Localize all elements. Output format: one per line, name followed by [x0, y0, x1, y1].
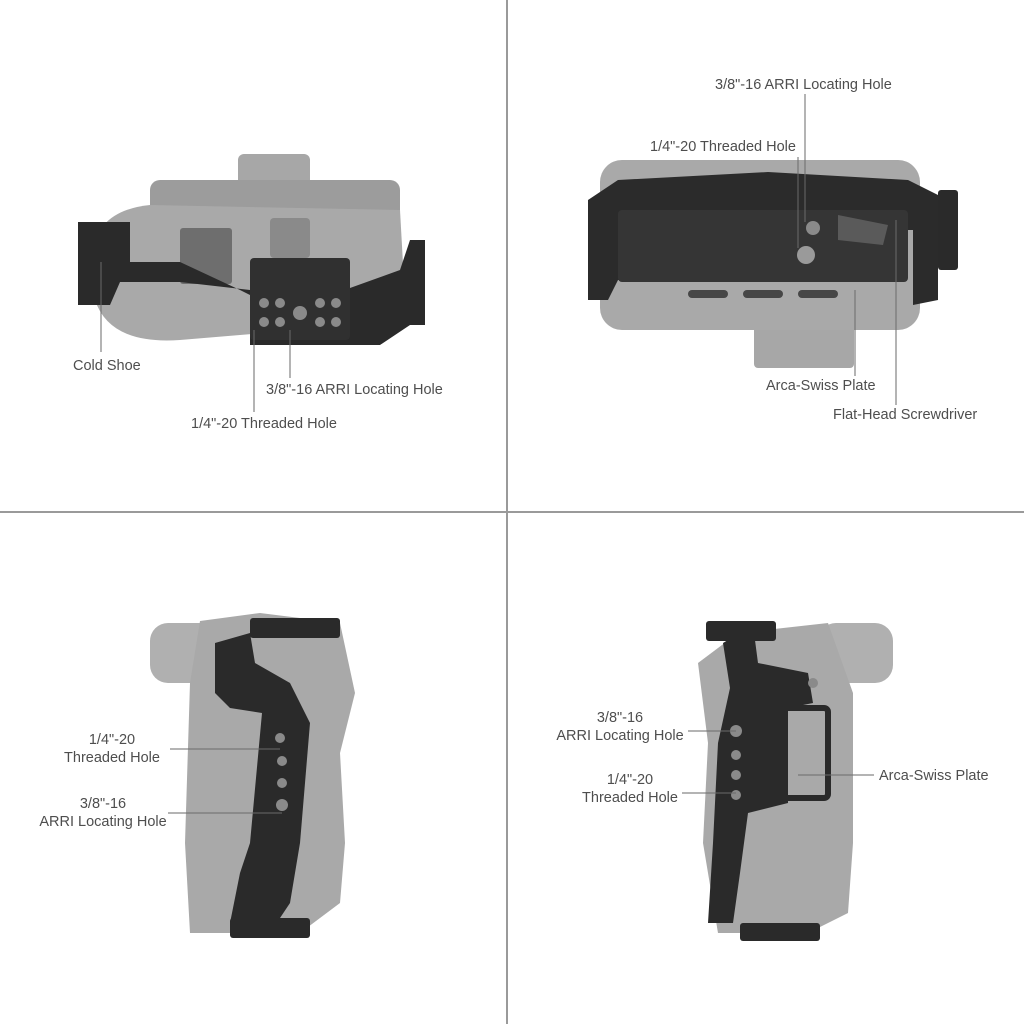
label-arri-locating-hole: 3/8"-16 ARRI Locating Hole: [38, 795, 168, 831]
label-arri-locating-hole: 3/8"-16 ARRI Locating Hole: [715, 77, 892, 93]
label-arri-locating-hole-line2: ARRI Locating Hole: [39, 814, 167, 830]
label-threaded-hole-line1: 1/4"-20: [88, 732, 136, 748]
label-threaded-hole: 1/4"-20 Threaded Hole: [578, 771, 682, 807]
label-arri-locating-hole: 3/8"-16 ARRI Locating Hole: [554, 709, 686, 745]
horizontal-divider: [0, 511, 1024, 513]
panel-bottom-view: 3/8"-16 ARRI Locating Hole 1/4"-20 Threa…: [508, 0, 1024, 511]
label-threaded-hole-line1: 1/4"-20: [606, 772, 654, 788]
label-threaded-hole-line2: Threaded Hole: [64, 750, 160, 766]
label-arri-locating-hole-line2: ARRI Locating Hole: [556, 728, 684, 744]
label-threaded-hole-line2: Threaded Hole: [582, 790, 678, 806]
label-threaded-hole: 1/4"-20 Threaded Hole: [60, 731, 164, 767]
label-threaded-hole: 1/4"-20 Threaded Hole: [191, 416, 337, 432]
camera-cage-left-illustration: [150, 613, 355, 938]
label-arri-locating-hole-line1: 3/8"-16: [596, 710, 644, 726]
label-arca-swiss-plate: Arca-Swiss Plate: [766, 378, 876, 394]
camera-cage-bottom-illustration: [588, 94, 958, 405]
label-arri-locating-hole: 3/8"-16 ARRI Locating Hole: [266, 382, 443, 398]
label-arca-swiss-plate: Arca-Swiss Plate: [879, 768, 989, 784]
panel-right-side-view: 3/8"-16 ARRI Locating Hole 1/4"-20 Threa…: [508, 513, 1024, 1024]
camera-cage-right-illustration: [682, 621, 893, 941]
label-threaded-hole: 1/4"-20 Threaded Hole: [650, 139, 796, 155]
label-flat-head-screwdriver: Flat-Head Screwdriver: [833, 407, 978, 423]
label-arri-locating-hole-line1: 3/8"-16: [79, 796, 127, 812]
label-cold-shoe: Cold Shoe: [73, 358, 141, 374]
panel-top-view: Cold Shoe 3/8"-16 ARRI Locating Hole 1/4…: [0, 0, 506, 511]
panel-left-side-view: 1/4"-20 Threaded Hole 3/8"-16 ARRI Locat…: [0, 513, 506, 1024]
camera-cage-top-illustration: [78, 154, 425, 412]
